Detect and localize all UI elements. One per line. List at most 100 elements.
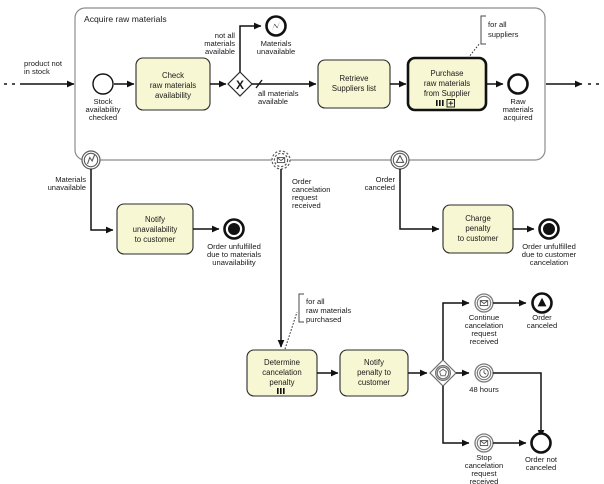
annotation-for-all-raw-materials-line1: for all bbox=[306, 297, 325, 306]
task-charge-penalty-label-line2: penalty bbox=[465, 224, 490, 233]
task-determine-penalty-label-line2: cancelation bbox=[262, 368, 301, 377]
task-purchase-label-line2: raw materials bbox=[424, 79, 470, 88]
subprocess-plus-marker-purchase bbox=[446, 99, 455, 108]
end-event-unfulfilled-materials-label-line2: due to materials bbox=[207, 250, 261, 259]
end-event-materials-unavailable-label-line2: unavailable bbox=[257, 47, 295, 56]
boundary-cancelation-label-line2: cancelation bbox=[292, 185, 330, 194]
stop-request-label-line2: cancelation bbox=[465, 461, 503, 470]
end-event-raw-materials-label-line1: Raw bbox=[510, 97, 526, 106]
boundary-cancelation-label-line3: request bbox=[292, 193, 318, 202]
end-event-raw-materials-acquired[interactable] bbox=[507, 73, 529, 95]
boundary-order-canceled-label-line1: Order bbox=[376, 175, 396, 184]
flow-label-not-all-line1: not all bbox=[215, 31, 236, 40]
end-event-raw-materials-label-line3: acquired bbox=[503, 113, 532, 122]
boundary-event-inner-ring-3 bbox=[392, 152, 408, 168]
annotation-leader-for-all-raw-materials bbox=[284, 311, 298, 350]
task-charge-penalty-label-line3: to customer bbox=[458, 234, 499, 243]
continue-request-label-line1: Continue bbox=[469, 313, 499, 322]
continue-request-label-line3: request bbox=[471, 329, 497, 338]
flow-label-all-materials-line2: available bbox=[258, 97, 288, 106]
stop-request-label-line1: Stop bbox=[476, 453, 492, 462]
flow-not-all-materials-available bbox=[239, 22, 262, 72]
gateway-x-marker: X bbox=[236, 78, 244, 92]
subprocess-label: Acquire raw materials bbox=[84, 14, 167, 24]
timer-48-hours-label: 48 hours bbox=[469, 385, 499, 394]
task-purchase-label-line3: from Supplier bbox=[424, 89, 471, 98]
boundary-cancelation-label-line4: received bbox=[292, 201, 321, 210]
multi-instance-parallel-marker-determine bbox=[277, 388, 285, 394]
annotation-for-all-raw-materials-line3: purchased bbox=[306, 315, 341, 324]
task-determine-penalty-label-line1: Determine bbox=[264, 358, 300, 367]
flow-gateway-to-stop-request bbox=[442, 386, 470, 447]
flow-gateway-to-continue-request bbox=[442, 299, 470, 360]
terminate-icon-cancelation bbox=[543, 223, 555, 235]
event-gateway-inner-circle bbox=[436, 366, 450, 380]
signal-icon-order-canceled bbox=[395, 154, 405, 163]
end-event-order-canceled-label-line1: Order bbox=[532, 313, 552, 322]
end-event-order-not-canceled-label-line2: canceled bbox=[526, 463, 556, 472]
end-event-unfulfilled-cancelation-label-line3: cancelation bbox=[530, 258, 568, 267]
task-check-label-line3: availability bbox=[155, 91, 191, 100]
annotation-leader-for-all-suppliers bbox=[467, 42, 481, 59]
start-event-stock-availability-checked[interactable] bbox=[92, 73, 114, 95]
gateway-exclusive-materials-available[interactable] bbox=[227, 71, 253, 97]
task-notify-penalty-label-line1: Notify bbox=[364, 358, 384, 367]
task-retrieve-label-line2: Suppliers list bbox=[332, 84, 377, 93]
annotation-for-all-raw-materials-line2: raw materials bbox=[306, 306, 351, 315]
task-check-label-line1: Check bbox=[162, 71, 184, 80]
message-icon-continue-request bbox=[479, 300, 489, 307]
task-notify-unavail-label-line1: Notify bbox=[145, 215, 165, 224]
error-icon bbox=[272, 21, 280, 31]
task-check-label-line2: raw materials bbox=[150, 81, 196, 90]
start-event-label-line3: checked bbox=[89, 113, 117, 122]
annotation-bracket-for-all-raw-materials bbox=[298, 293, 304, 323]
flow-order-canceled-to-charge-penalty bbox=[399, 169, 440, 233]
boundary-materials-unavailable-label-line1: Materials bbox=[55, 175, 86, 184]
end-event-order-not-canceled[interactable] bbox=[530, 432, 552, 454]
flow-label-product-not-in-stock-line1: product not bbox=[24, 59, 63, 68]
terminate-icon-materials bbox=[228, 223, 240, 235]
subprocess-acquire-raw-materials[interactable] bbox=[74, 7, 546, 161]
end-event-unfulfilled-materials-label-line1: Order unfulfilled bbox=[207, 242, 261, 251]
start-event-label-line2: availability bbox=[85, 105, 120, 114]
annotation-bracket-for-all-suppliers bbox=[480, 15, 486, 45]
boundary-order-canceled-label-line2: canceled bbox=[365, 183, 395, 192]
end-event-order-canceled-label-line2: canceled bbox=[527, 321, 557, 330]
annotation-for-all-suppliers-line2: suppliers bbox=[488, 30, 519, 39]
flow-label-all-materials-line1: all materials bbox=[258, 89, 299, 98]
task-notify-penalty-label-line2: penalty to bbox=[357, 368, 391, 377]
boundary-event-inner-ring-1 bbox=[83, 152, 99, 168]
default-flow-slash bbox=[255, 79, 263, 89]
flow-label-not-all-line3: available bbox=[205, 47, 235, 56]
continue-request-label-line2: cancelation bbox=[465, 321, 503, 330]
task-purchase-label-line1: Purchase bbox=[431, 69, 464, 78]
intermediate-continue-inner-ring bbox=[476, 295, 492, 311]
error-icon-boundary bbox=[86, 154, 96, 165]
intermediate-stop-inner-ring bbox=[476, 435, 492, 451]
end-event-order-not-canceled-label-line1: Order not bbox=[525, 455, 558, 464]
task-charge-penalty-label-line1: Charge bbox=[465, 214, 491, 223]
end-event-unfulfilled-cancelation-label-line2: due to customer bbox=[522, 250, 577, 259]
task-notify-unavail-label-line3: to customer bbox=[135, 235, 176, 244]
flow-label-not-all-line2: materials bbox=[204, 39, 235, 48]
annotation-for-all-suppliers-line1: for all bbox=[488, 20, 507, 29]
end-event-materials-unavailable-label-line1: Materials bbox=[261, 39, 292, 48]
message-icon-stop-request bbox=[479, 440, 489, 447]
signal-icon-end-order-canceled bbox=[537, 297, 547, 307]
multi-instance-parallel-marker-purchase bbox=[436, 100, 444, 106]
boundary-materials-unavailable-label-line2: unavailable bbox=[48, 183, 86, 192]
task-determine-penalty-label-line3: penalty bbox=[269, 378, 294, 387]
end-event-raw-materials-label-line2: materials bbox=[503, 105, 534, 114]
message-icon-cancelation-request bbox=[276, 157, 286, 164]
continue-request-label-line4: received bbox=[470, 337, 499, 346]
flow-boundary-to-notify-unavailability bbox=[90, 169, 114, 234]
task-notify-penalty-label-line3: customer bbox=[358, 378, 390, 387]
task-retrieve-label-line1: Retrieve bbox=[339, 74, 368, 83]
boundary-cancelation-label-line1: Order bbox=[292, 177, 312, 186]
stop-request-label-line3: request bbox=[471, 469, 497, 478]
end-event-unfulfilled-cancelation-label-line1: Order unfulfilled bbox=[522, 242, 576, 251]
event-gateway-pentagon-icon bbox=[439, 368, 447, 377]
task-notify-unavail-label-line2: unavailability bbox=[133, 225, 178, 234]
